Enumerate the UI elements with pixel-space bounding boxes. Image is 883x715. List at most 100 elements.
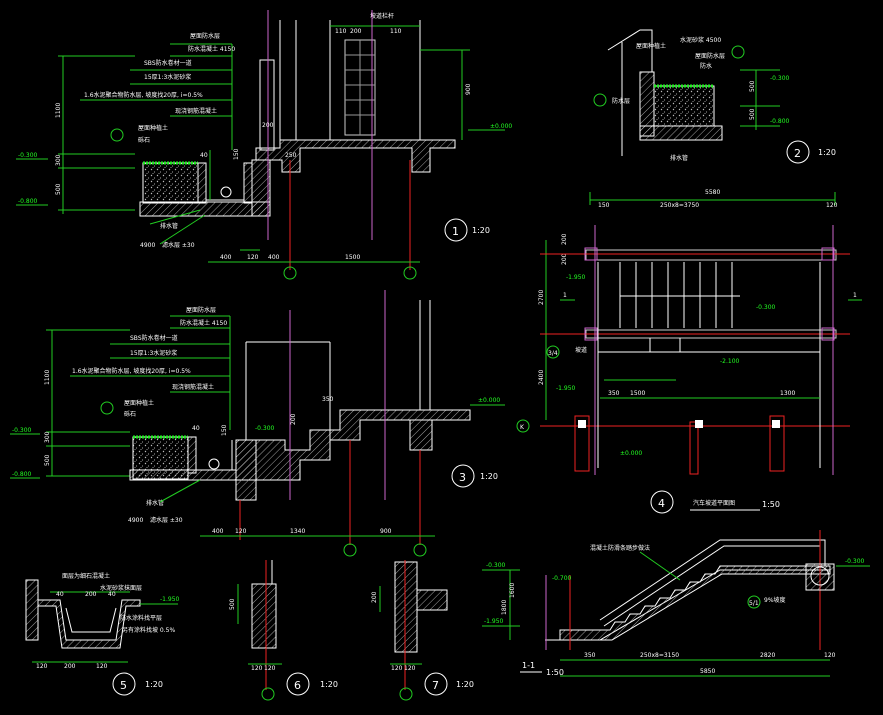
d2-note-3: 屋面防水层 <box>695 52 725 60</box>
d1-dim-200: 200 <box>262 122 274 129</box>
d5-elev: -1.950 <box>160 596 180 603</box>
d7-dim-120b: 120 <box>404 665 416 672</box>
d3-elev-0300: -0.300 <box>12 427 32 434</box>
d1-note-5: 现浇钢筋混凝土 <box>175 107 217 115</box>
d5-dim-40a: 40 <box>56 591 64 598</box>
d2-dim-500a: 500 <box>749 80 756 92</box>
p4-dim-l200b: 200 <box>561 253 568 265</box>
s11-elev-0300b: -0.300 <box>845 558 865 565</box>
d3-dim-200: 200 <box>290 413 297 425</box>
d6-label-num: 6 <box>294 679 301 692</box>
d1-dim-v-300: 300 <box>55 154 62 166</box>
p4-dim-l2400: 2400 <box>538 370 545 385</box>
d1-top-label: 坡道栏杆 <box>370 12 394 20</box>
detail-7: 200 120 120 7 1:20 <box>371 560 474 701</box>
s11-note: 混凝土防滑条踏步做法 <box>590 544 650 552</box>
d1-elev-0300: -0.300 <box>18 152 38 159</box>
d3-dim-h-900: 900 <box>380 528 392 535</box>
d5-dim-120b: 120 <box>96 663 108 670</box>
s11-label-scale: 1:50 <box>546 668 564 677</box>
p4-dim-150: 150 <box>598 202 610 209</box>
d2-label-num: 2 <box>794 147 801 160</box>
d5-dim-200: 200 <box>85 591 97 598</box>
d5-dim-120a: 120 <box>36 663 48 670</box>
s11-dim-v1600: 1600 <box>509 583 516 598</box>
d6-dim-120b: 120 <box>264 665 276 672</box>
p4-elev-2100: -2.100 <box>720 358 740 365</box>
detail-3: 1100 300 500 -0.300 -0.800 屋面防水层 防水混凝土 4… <box>10 290 505 557</box>
d1-note-0: 屋面防水层 <box>190 32 220 40</box>
s11-dim-350: 350 <box>584 652 596 659</box>
s11-dim-120: 120 <box>824 652 836 659</box>
d3-dim-v-300: 300 <box>44 431 51 443</box>
d1-note-7: 砾石 <box>138 136 150 144</box>
d2-elev-0300: -0.300 <box>770 75 790 82</box>
d3-dim-h-1340: 1340 <box>290 528 305 535</box>
d2-note-0: 屋面种植土 <box>636 42 666 50</box>
d3-note-4: 1.6水泥聚合物防水层, 坡度找20厚, i=0.5% <box>72 367 191 375</box>
detail-5: 面层为细石混凝土 水泥砂浆抹面层 防水涂料找平层 另有涂料找坡 0.5% -1.… <box>25 572 180 696</box>
d1-note-4: 1.6水泥聚合物防水层, 坡度找20厚, i=0.5% <box>84 91 203 99</box>
d3-label-num: 3 <box>459 471 466 484</box>
p4-elev-0300: -0.300 <box>756 304 776 311</box>
d5-note-3: 另有涂料找坡 0.5% <box>122 626 175 634</box>
d3-dim-v-500: 500 <box>44 454 51 466</box>
d1-dim-v-1100: 1100 <box>55 103 62 118</box>
d2-note-1: 防水层 <box>612 97 630 105</box>
p4-dim-5580: 5580 <box>705 189 720 196</box>
d1-note-8: 排水管 <box>160 222 178 230</box>
p4-callout: 3/4 <box>548 350 558 357</box>
d1-dim-250: 250 <box>285 152 297 159</box>
d3-elev-0300b: -0.300 <box>255 425 275 432</box>
s11-dim-v1800: 1800 <box>501 600 508 615</box>
p4-dim-l2700: 2700 <box>538 290 545 305</box>
p4-dim-l200a: 200 <box>561 233 568 245</box>
d1-top-dim-1: 200 <box>350 28 362 35</box>
d3-dim-40: 40 <box>192 425 200 432</box>
d3-note-9: 4900 <box>128 517 143 524</box>
d7-label-num: 7 <box>432 679 439 692</box>
d5-note-0: 面层为细石混凝土 <box>62 572 110 580</box>
d3-note-10: 滤水层 ±30 <box>150 516 183 524</box>
d1-top-dim-0: 110 <box>335 28 347 35</box>
d6-label-scale: 1:20 <box>320 680 338 689</box>
p4-elev-1950a: -1.950 <box>566 274 586 281</box>
s11-dim-3150: 250x8=3150 <box>640 652 679 659</box>
p4-title: 汽车坡道平面图 <box>693 499 735 507</box>
d3-note-7: 砾石 <box>124 410 136 418</box>
d3-note-2: SBS防水卷材一道 <box>130 334 178 342</box>
detail-6: 500 120 120 6 1:20 <box>229 560 338 701</box>
d1-dim-40: 40 <box>200 152 208 159</box>
section-1-1: -0.300 -0.700 -0.300 -1.950 1800 1600 混凝… <box>482 530 870 677</box>
d1-note-2: SBS防水卷材一道 <box>144 59 192 67</box>
detail-2: 500 500 -0.300 -0.800 屋面种植土 水泥砂浆 4500 屋面… <box>593 29 836 164</box>
s11-elev-0700: -0.700 <box>552 575 572 582</box>
d1-note-6: 屋面种植土 <box>138 124 168 132</box>
d3-note-3: 15厚1:3水泥砂浆 <box>130 349 177 357</box>
p4-label-num: 4 <box>658 497 665 510</box>
p4-dim-1300: 1300 <box>780 390 795 397</box>
plan-4: 5580 150 250x8=3750 120 200 200 2700 240… <box>516 189 862 514</box>
s11-dim-5850: 5850 <box>700 668 715 675</box>
d1-note-3: 15厚1:3水泥砂浆 <box>144 73 191 81</box>
d1-note-9: 4900 <box>140 242 155 249</box>
d1-label-num: 1 <box>452 225 459 238</box>
d7-dim-120a: 120 <box>391 665 403 672</box>
d5-label-scale: 1:20 <box>145 680 163 689</box>
d3-note-8: 排水管 <box>146 499 164 507</box>
d5-label-num: 5 <box>120 679 127 692</box>
d1-dim-h-400b: 400 <box>268 254 280 261</box>
d2-dim-500b: 500 <box>749 108 756 120</box>
d3-label-scale: 1:20 <box>480 472 498 481</box>
p4-dim-3750: 250x8=3750 <box>660 202 699 209</box>
p4-section-right: 1 <box>853 292 857 299</box>
d1-note-10: 滤水层 ±30 <box>162 241 195 249</box>
d3-elev-0800: -0.800 <box>12 471 32 478</box>
d1-label-scale: 1:20 <box>472 226 490 235</box>
d1-dim-h-120: 120 <box>247 254 259 261</box>
d3-note-1: 防水混凝土 4150 <box>180 319 227 327</box>
d1-elev-000: ±0.000 <box>490 123 512 130</box>
p4-label-scale: 1:50 <box>762 500 780 509</box>
d7-dim-200: 200 <box>371 591 378 603</box>
d5-note-1: 水泥砂浆抹面层 <box>100 584 142 592</box>
